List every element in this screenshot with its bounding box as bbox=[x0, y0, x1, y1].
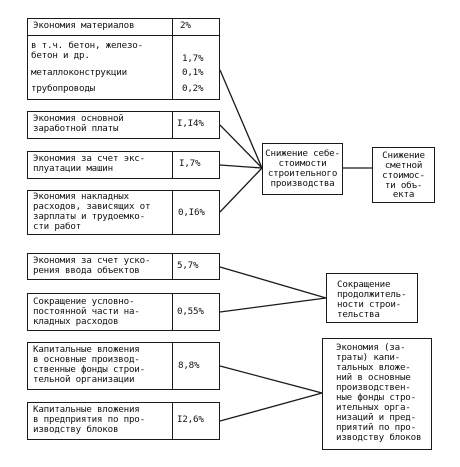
connector-capital-org bbox=[219, 365, 323, 394]
machines-value-box bbox=[172, 151, 220, 179]
connector-wages bbox=[219, 124, 263, 169]
investment-line-8: низаций и пред- bbox=[336, 412, 416, 423]
investment-line-3: тальных вложе- bbox=[336, 362, 411, 373]
estimate-box bbox=[372, 147, 435, 203]
machines-label-line-2: плуатации машин bbox=[33, 163, 113, 174]
investment-line-2: траты) капи- bbox=[336, 352, 400, 363]
materials-breakdown-value-box bbox=[172, 35, 220, 100]
fixed-costs-label-line-1: Сокращение условно- bbox=[33, 296, 135, 307]
connector-materials bbox=[219, 69, 263, 169]
duration-line-4: тельства bbox=[337, 309, 380, 320]
estimate-line-5: екта bbox=[392, 189, 415, 200]
overhead-label-line-4: сти работ bbox=[33, 221, 81, 232]
concrete-label-line-1: в т.ч. бетон, железо- bbox=[31, 40, 143, 51]
cost-reduction-line-2: стоимости bbox=[278, 158, 327, 169]
materials-label: Экономия материалов bbox=[33, 20, 135, 31]
estimate-line-3: стоимос- bbox=[382, 170, 425, 181]
duration-line-3: ности строи- bbox=[337, 299, 401, 310]
connector-machines bbox=[219, 164, 263, 169]
machines-value: I,7% bbox=[179, 158, 201, 169]
commission-label-line-1: Экономия за счет уско- bbox=[33, 255, 151, 266]
estimate-line-1: Снижение bbox=[382, 150, 425, 161]
overhead-label-line-3: зарплаты и трудоемко- bbox=[33, 211, 145, 222]
investment-box bbox=[322, 338, 432, 450]
commission-value-box bbox=[172, 253, 220, 280]
commission-value: 5,7% bbox=[177, 260, 199, 271]
capital-ent-label-line-1: Капитальные вложения bbox=[33, 404, 140, 415]
investment-line-1: Экономия (за- bbox=[336, 342, 406, 353]
materials-value: 2% bbox=[180, 20, 191, 31]
capital-org-label-line-1: Капитальные вложения bbox=[33, 344, 140, 355]
wages-label-line-1: Экономия основной bbox=[33, 113, 124, 124]
cost-reduction-line-3: строительного bbox=[267, 168, 338, 179]
overhead-value: 0,I6% bbox=[178, 207, 205, 218]
capital-org-value-box bbox=[172, 342, 220, 390]
fixed-costs-label-line-2: постоянной части на- bbox=[33, 306, 140, 317]
overhead-label-line-1: Экономия накладных bbox=[33, 191, 129, 202]
investment-line-5: производствен- bbox=[336, 382, 411, 393]
investment-line-9: приятий по про- bbox=[336, 422, 416, 433]
wages-value-box bbox=[172, 111, 220, 139]
estimate-line-2: сметной bbox=[384, 160, 423, 171]
capital-org-value: 8,8% bbox=[178, 360, 200, 371]
cost-reduction-line-1: Снижение себе- bbox=[265, 148, 340, 159]
cost-reduction-line-4: производства bbox=[270, 178, 335, 189]
capital-ent-label-line-2: в предприятия по про- bbox=[33, 414, 145, 425]
machines-label-line-1: Экономия за счет экс- bbox=[33, 153, 145, 164]
capital-ent-label-line-3: изводству блоков bbox=[33, 424, 119, 435]
cost-reduction-box bbox=[262, 143, 343, 195]
capital-org-label-line-2: в основные производ- bbox=[33, 354, 140, 365]
pipes-label: трубопроводы bbox=[31, 83, 95, 94]
concrete-label-line-2: бетон и др. bbox=[31, 50, 90, 61]
metal-value: 0,1% bbox=[182, 67, 204, 78]
fixed-costs-value: 0,55% bbox=[177, 306, 204, 317]
metal-label: металлоконструкции bbox=[31, 67, 127, 78]
overhead-value-box bbox=[172, 190, 220, 235]
duration-line-1: Сокращение bbox=[337, 279, 391, 290]
connector-fixed-costs bbox=[219, 297, 327, 313]
capital-org-label-line-4: тельной организации bbox=[33, 374, 135, 385]
capital-ent-value-box bbox=[172, 402, 220, 440]
wages-label-line-2: заработной платы bbox=[33, 123, 119, 134]
connector-commission bbox=[219, 266, 327, 299]
estimate-line-4: ти объ- bbox=[384, 180, 423, 191]
duration-line-2: продолжитель- bbox=[337, 289, 407, 300]
commission-label-line-2: рения ввода объектов bbox=[33, 265, 140, 276]
pipes-value: 0,2% bbox=[182, 83, 204, 94]
fixed-costs-value-box bbox=[172, 293, 220, 331]
capital-org-label-line-3: ственные фонды строи- bbox=[33, 364, 145, 375]
connector-overhead bbox=[219, 167, 263, 213]
investment-line-7: ительных орга- bbox=[336, 402, 411, 413]
wages-value: I,I4% bbox=[177, 118, 204, 129]
overhead-label-line-2: расходов, зависящих от bbox=[33, 201, 151, 212]
concrete-value: 1,7% bbox=[182, 53, 204, 64]
capital-ent-value: I2,6% bbox=[177, 414, 204, 425]
duration-box bbox=[326, 273, 418, 323]
investment-line-6: ные фонды стро- bbox=[336, 392, 416, 403]
investment-line-4: ний в основные bbox=[336, 372, 411, 383]
investment-line-10: изводству блоков bbox=[336, 432, 422, 443]
fixed-costs-label-line-3: кладных расходов bbox=[33, 316, 119, 327]
connector-capital-ent bbox=[219, 392, 323, 422]
